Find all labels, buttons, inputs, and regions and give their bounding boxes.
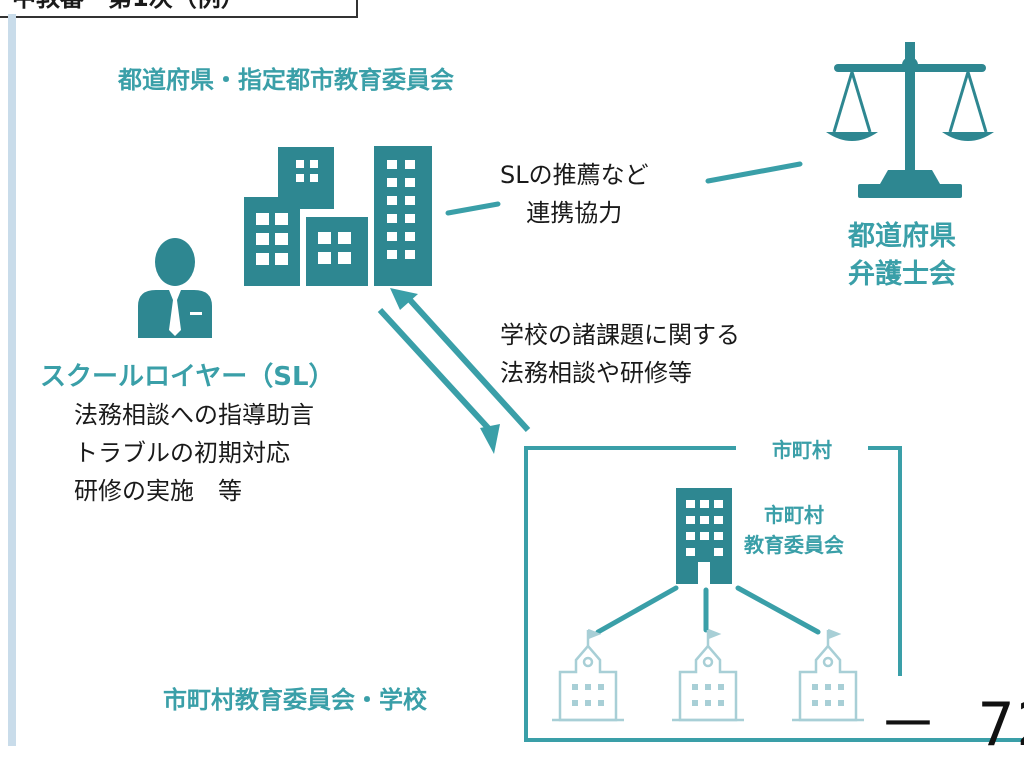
school-link-lines bbox=[595, 585, 821, 635]
school-icon bbox=[672, 628, 744, 722]
school-icon bbox=[552, 628, 624, 722]
sl-recommendation-line1: SLの推薦など bbox=[500, 161, 649, 189]
buildings-icon bbox=[244, 146, 432, 286]
school-lawyer-label: スクールロイヤー（SL） bbox=[40, 362, 335, 392]
sl-duties-list: 法務相談への指導助言 トラブルの初期対応 研修の実施 等 bbox=[74, 396, 314, 510]
connector-lines bbox=[445, 161, 803, 216]
sl-duty-item: 研修の実施 等 bbox=[74, 477, 242, 505]
person-icon bbox=[138, 238, 212, 338]
municipality-tag: 市町村 bbox=[736, 434, 868, 463]
municipal-building-icon bbox=[676, 488, 732, 584]
header-box: 中教審ー第1次（例） bbox=[0, 0, 358, 18]
scales-icon bbox=[826, 42, 994, 198]
municipal-boe-label: 市町村 教育委員会 bbox=[744, 500, 844, 560]
prefectural-boe-label: 都道府県・指定都市教育委員会 bbox=[118, 66, 454, 94]
header-title: 中教審ー第1次（例） bbox=[12, 0, 245, 13]
school-issues-text: 学校の諸課題に関する 法務相談や研修等 bbox=[500, 316, 740, 392]
sl-recommendation-line2: 連携協力 bbox=[526, 199, 623, 227]
page-number: － 72 bbox=[878, 690, 1024, 760]
bidirectional-arrows bbox=[377, 288, 531, 454]
municipal-boe-line1: 市町村 bbox=[764, 503, 824, 527]
diagram-canvas bbox=[138, 42, 1024, 742]
bar-association-label: 都道府県 弁護士会 bbox=[848, 218, 956, 294]
bar-association-line1: 都道府県 bbox=[848, 221, 956, 252]
sl-recommendation-text: SLの推薦など 連携協力 bbox=[500, 156, 649, 232]
sl-duty-item: トラブルの初期対応 bbox=[74, 439, 290, 467]
sidebar-accent-bar bbox=[8, 14, 16, 746]
bar-association-line2: 弁護士会 bbox=[848, 259, 956, 290]
school-icon bbox=[792, 628, 864, 722]
municipality-frame bbox=[524, 446, 1024, 742]
municipal-boe-line2: 教育委員会 bbox=[744, 533, 844, 557]
sl-duty-item: 法務相談への指導助言 bbox=[74, 401, 314, 429]
municipal-boe-schools-label: 市町村教育委員会・学校 bbox=[163, 686, 427, 714]
school-issues-line1: 学校の諸課題に関する bbox=[500, 321, 740, 349]
school-issues-line2: 法務相談や研修等 bbox=[500, 359, 692, 387]
